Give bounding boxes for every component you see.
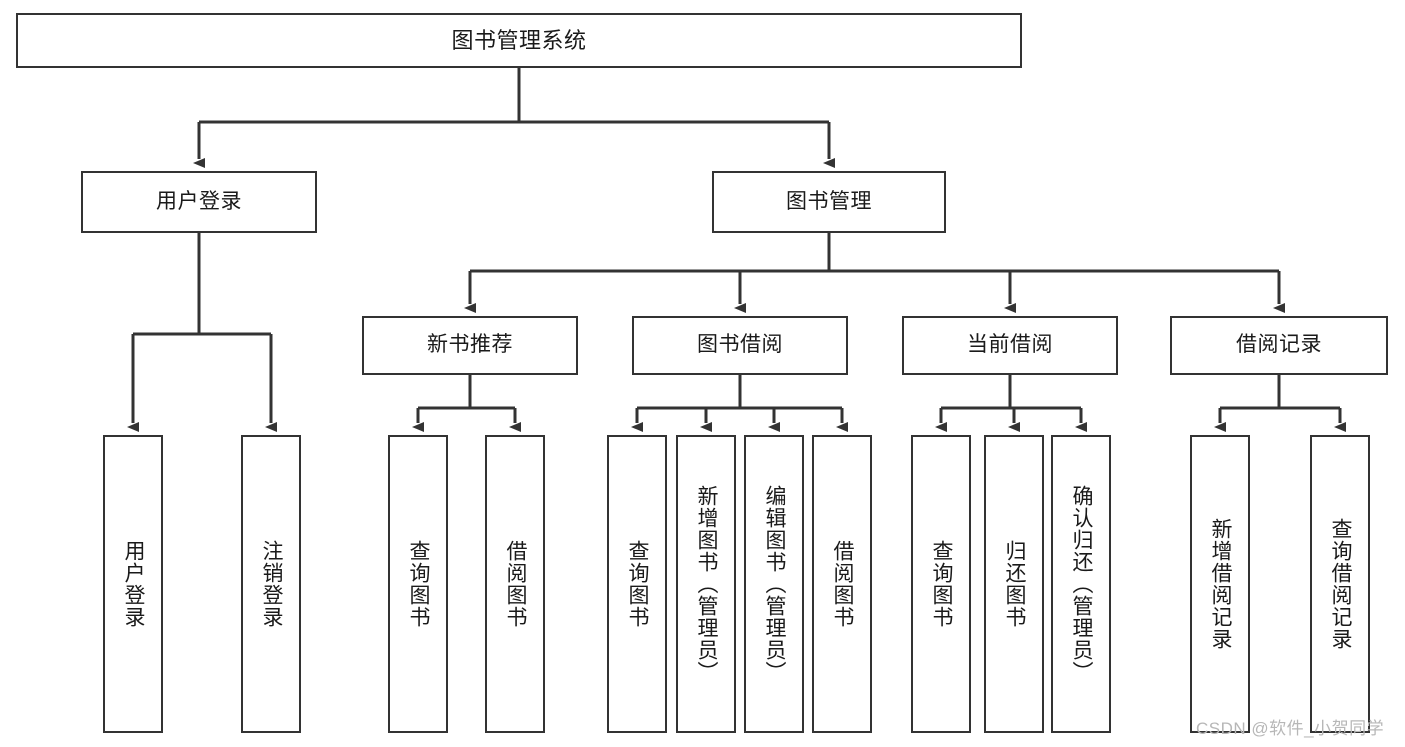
node-leaf-query-book-2[interactable]: 查询图书 <box>607 435 667 733</box>
node-leaf-query-book-3[interactable]: 查询图书 <box>911 435 971 733</box>
node-leaf-user-login[interactable]: 用户登录 <box>103 435 163 733</box>
node-leaf-query-record[interactable]: 查询借阅记录 <box>1310 435 1370 733</box>
node-label: 查询借阅记录 <box>1329 518 1353 650</box>
node-new-book-rec[interactable]: 新书推荐 <box>362 316 578 375</box>
node-label: 新增图书（管理员） <box>695 485 719 683</box>
node-leaf-add-book[interactable]: 新增图书（管理员） <box>676 435 736 733</box>
node-label: 借阅图书 <box>831 540 855 628</box>
node-label: 归还图书 <box>1003 540 1027 628</box>
node-label: 编辑图书（管理员） <box>763 485 787 683</box>
node-label: 图书管理 <box>786 189 872 213</box>
node-label: 注销登录 <box>260 540 284 628</box>
node-leaf-borrow-book-1[interactable]: 借阅图书 <box>485 435 545 733</box>
node-label: 查询图书 <box>930 540 954 628</box>
node-user-login[interactable]: 用户登录 <box>81 171 317 233</box>
node-leaf-query-book-1[interactable]: 查询图书 <box>388 435 448 733</box>
node-label: 新增借阅记录 <box>1209 518 1233 650</box>
node-leaf-borrow-book-2[interactable]: 借阅图书 <box>812 435 872 733</box>
node-leaf-add-record[interactable]: 新增借阅记录 <box>1190 435 1250 733</box>
node-label: 新书推荐 <box>427 333 513 357</box>
node-label: 当前借阅 <box>967 333 1053 357</box>
node-book-borrow[interactable]: 图书借阅 <box>632 316 848 375</box>
node-root[interactable]: 图书管理系统 <box>16 13 1022 68</box>
node-label: 借阅图书 <box>504 540 528 628</box>
node-leaf-return-book[interactable]: 归还图书 <box>984 435 1044 733</box>
node-leaf-confirm-return[interactable]: 确认归还（管理员） <box>1051 435 1111 733</box>
node-borrow-record[interactable]: 借阅记录 <box>1170 316 1388 375</box>
node-label: 图书管理系统 <box>451 27 587 53</box>
node-label: 用户登录 <box>122 540 146 628</box>
node-label: 查询图书 <box>626 540 650 628</box>
node-current-borrow[interactable]: 当前借阅 <box>902 316 1118 375</box>
node-book-manage[interactable]: 图书管理 <box>712 171 946 233</box>
node-leaf-logout[interactable]: 注销登录 <box>241 435 301 733</box>
node-label: 借阅记录 <box>1236 333 1322 357</box>
watermark: CSDN @软件_小贺同学 <box>1196 719 1385 738</box>
node-label: 图书借阅 <box>697 333 783 357</box>
node-label: 查询图书 <box>407 540 431 628</box>
node-leaf-edit-book[interactable]: 编辑图书（管理员） <box>744 435 804 733</box>
node-label: 确认归还（管理员） <box>1070 485 1094 683</box>
node-label: 用户登录 <box>156 189 242 213</box>
